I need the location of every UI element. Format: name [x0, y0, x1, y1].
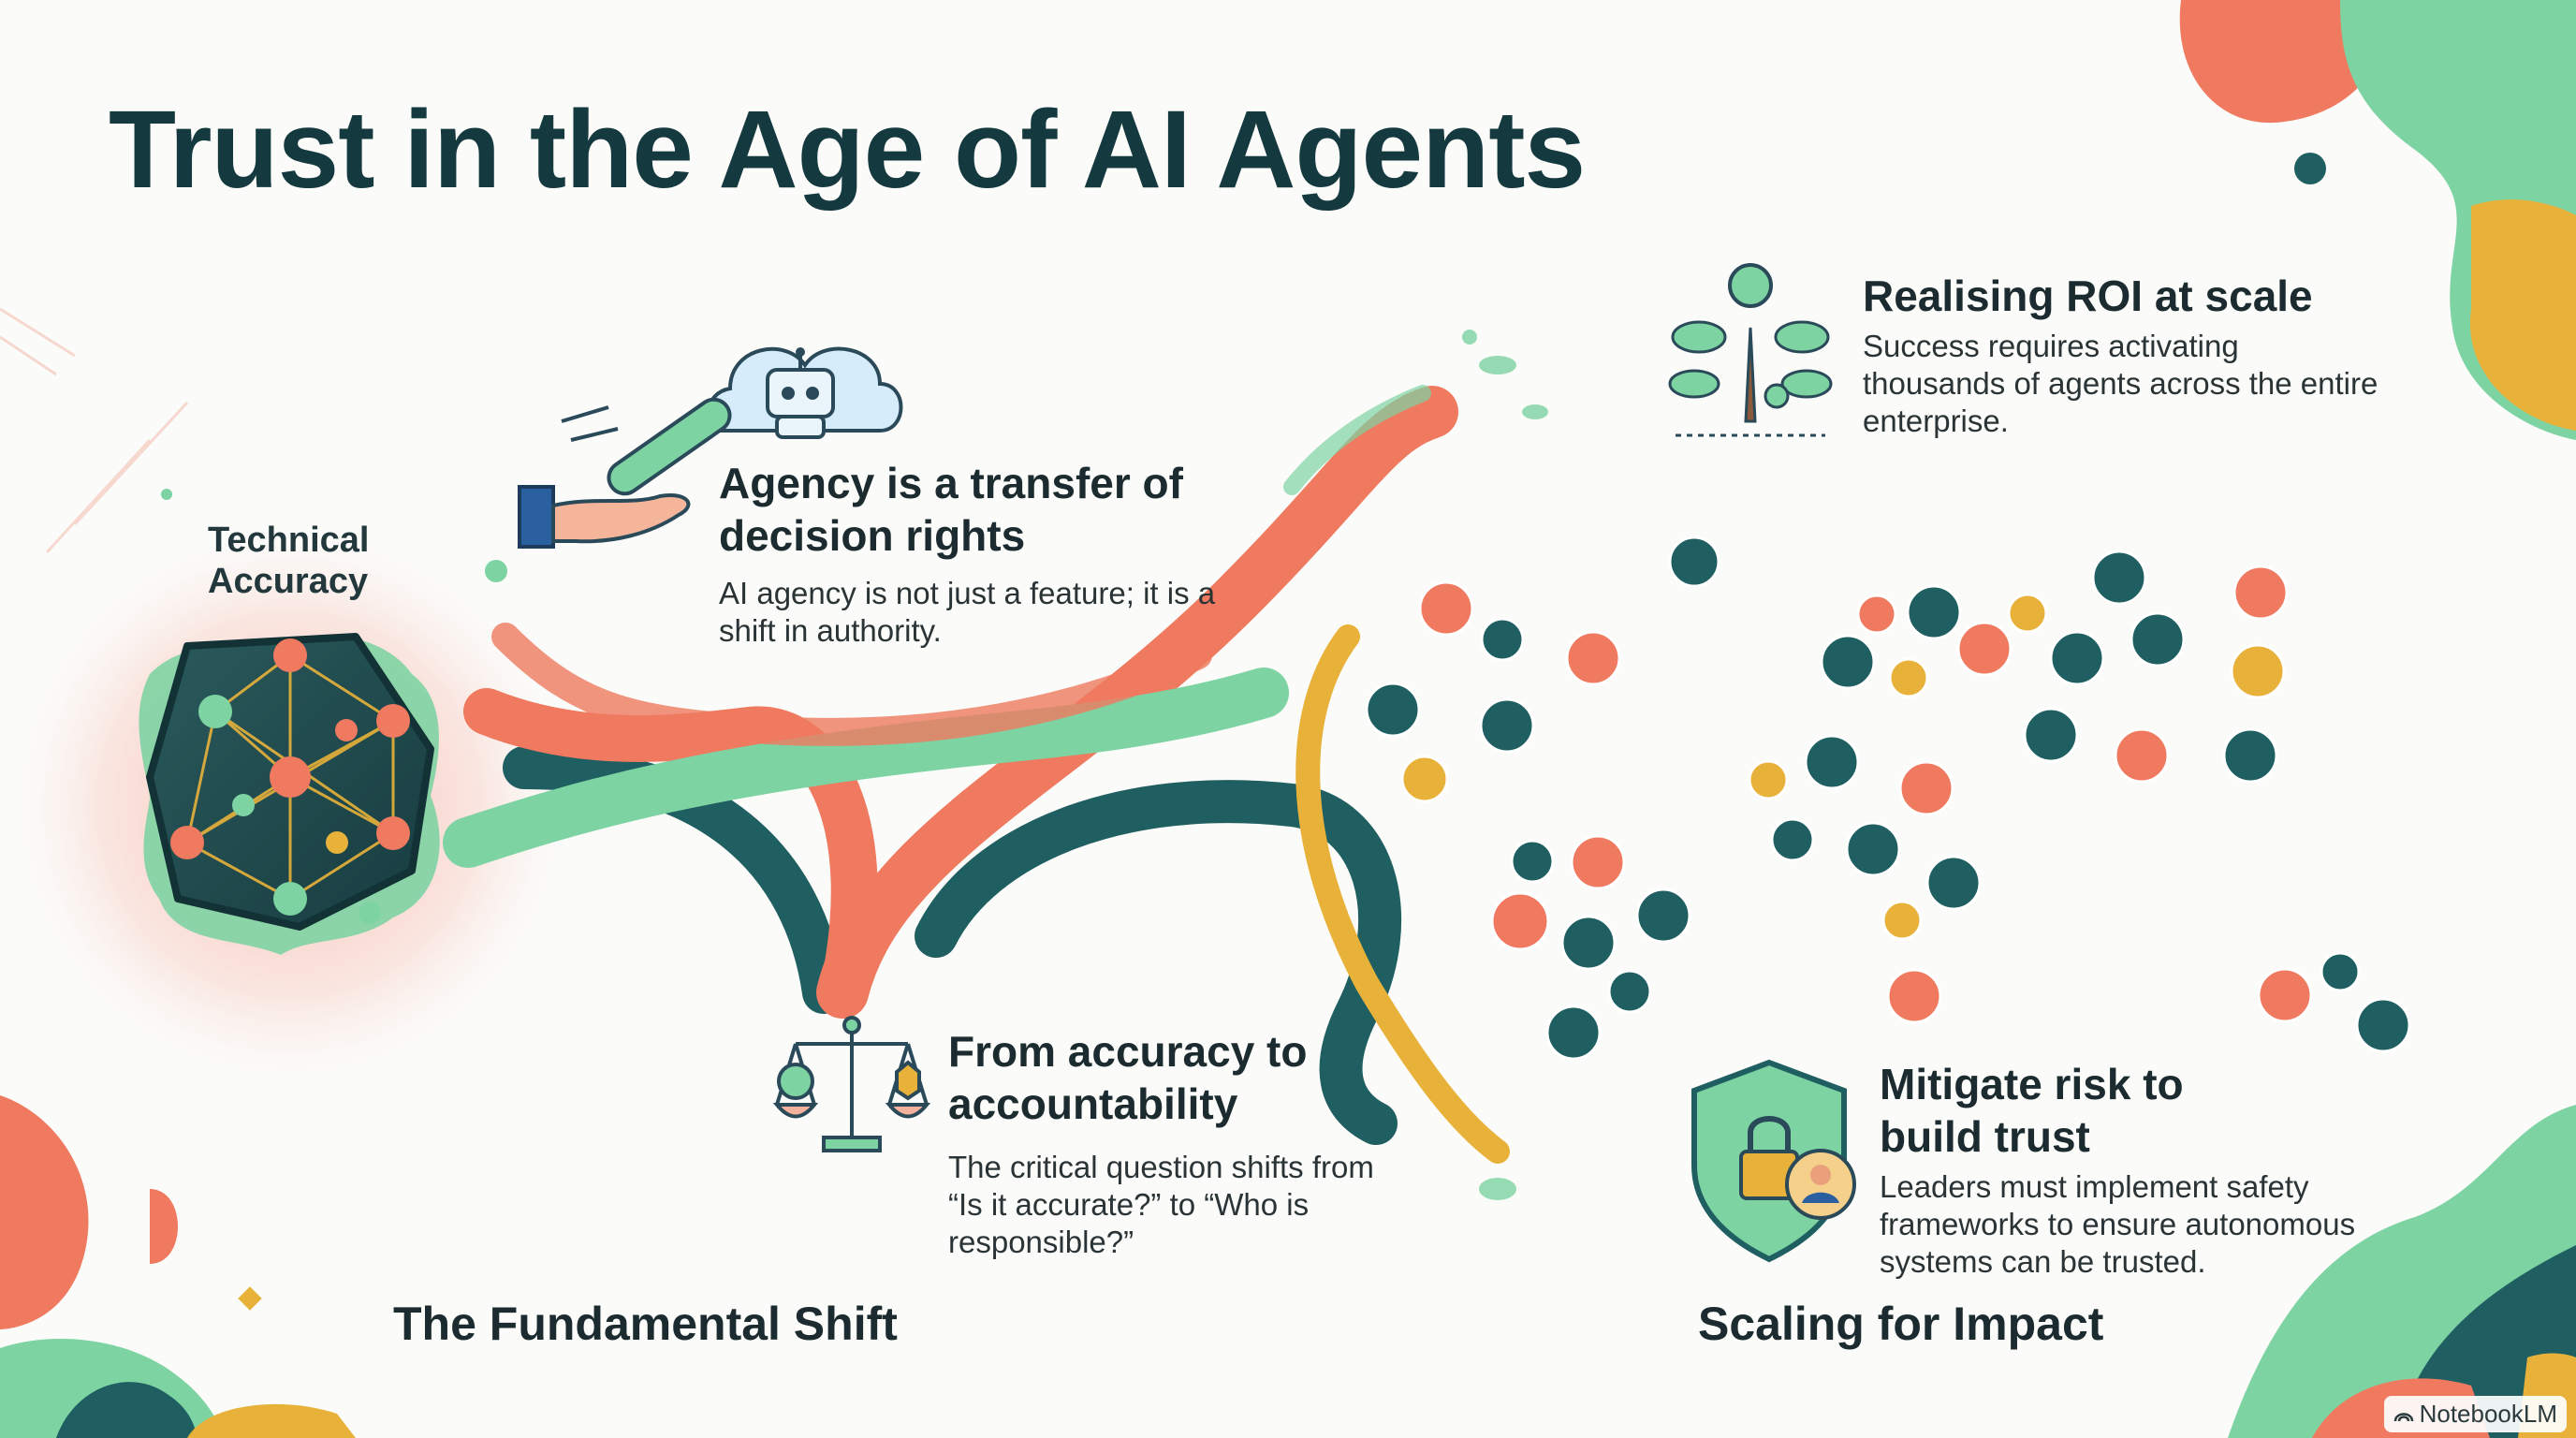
open-hand-icon — [518, 485, 691, 549]
section-fundamental-shift: The Fundamental Shift — [393, 1298, 898, 1350]
money-tree-icon — [1668, 263, 1833, 437]
accountability-heading: From accuracy to accountability — [948, 1027, 1308, 1128]
notebooklm-badge[interactable]: NotebookLM — [2383, 1396, 2567, 1432]
agent-circles — [1365, 536, 2411, 1061]
agency-heading: Agency is a transfer of decision rights — [719, 459, 1183, 560]
notebooklm-icon — [2393, 1412, 2413, 1421]
page-title: Trust in the Age of AI Agents — [109, 88, 1586, 212]
agency-body: AI agency is not just a feature; it is a… — [719, 576, 1216, 648]
baton-icon — [561, 397, 732, 496]
technical-accuracy-label: Technical Accuracy — [208, 521, 370, 601]
flow-ribbons — [443, 385, 1510, 1164]
cloud-robot-icon — [706, 346, 903, 439]
risk-block: Mitigate risk to build trust Leaders mus… — [1880, 1058, 2432, 1281]
agency-block: Agency is a transfer of decision rights … — [719, 457, 1243, 650]
accountability-block: From accuracy to accountability The crit… — [948, 1025, 1388, 1261]
risk-body: Leaders must implement safety frameworks… — [1880, 1169, 2356, 1279]
scales-icon — [772, 1016, 931, 1152]
risk-heading: Mitigate risk to build trust — [1880, 1060, 2184, 1161]
shield-lock-icon — [1691, 1059, 1856, 1263]
watermark-text: NotebookLM — [2419, 1400, 2557, 1428]
network-icon — [139, 633, 440, 955]
section-scaling-for-impact: Scaling for Impact — [1698, 1298, 2104, 1350]
accountability-body: The critical question shifts from “Is it… — [948, 1150, 1374, 1259]
roi-block: Realising ROI at scale Success requires … — [1863, 270, 2387, 440]
roi-heading: Realising ROI at scale — [1863, 271, 2313, 320]
roi-body: Success requires activating thousands of… — [1863, 329, 2378, 438]
top-right-blobs — [2179, 0, 2576, 440]
bottom-left-blobs — [0, 1095, 356, 1438]
